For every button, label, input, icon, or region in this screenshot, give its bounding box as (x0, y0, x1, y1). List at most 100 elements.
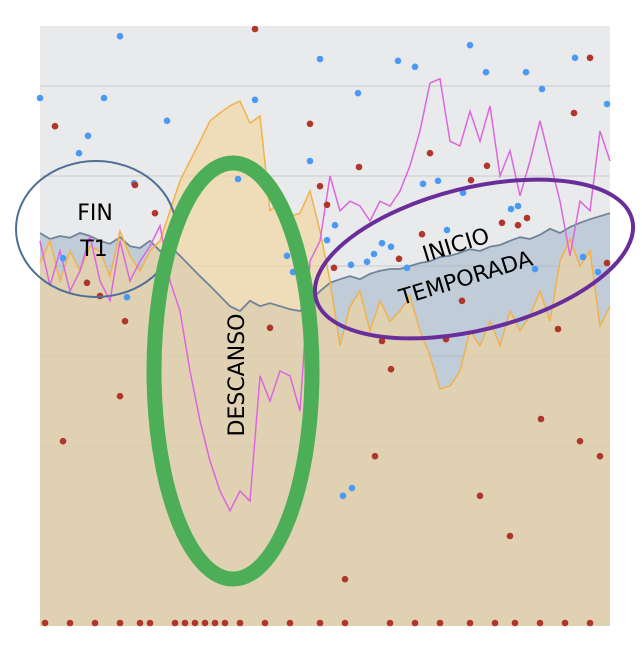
blue-data-point (522, 68, 530, 76)
red-data-point (498, 219, 506, 227)
blue-data-point (283, 252, 291, 260)
red-data-point (66, 619, 74, 627)
blue-data-point (403, 264, 411, 272)
blue-data-point (434, 177, 442, 185)
red-data-point (561, 619, 569, 627)
blue-data-point (378, 239, 386, 247)
blue-data-point (347, 261, 355, 269)
blue-data-point (603, 100, 611, 108)
blue-data-point (387, 243, 395, 251)
red-data-point (570, 109, 578, 117)
red-data-point (506, 532, 514, 540)
blue-data-point (459, 189, 467, 197)
blue-data-point (331, 221, 339, 229)
line-magenta (39, 77, 611, 513)
red-data-point (387, 365, 395, 373)
blue-data-point (507, 205, 515, 213)
blue-data-point (579, 253, 587, 261)
blue-data-point (363, 258, 371, 266)
fin-label: FIN (77, 201, 113, 226)
red-data-point (330, 264, 338, 272)
blue-data-point (411, 63, 419, 71)
red-data-point (603, 259, 611, 267)
blue-data-point (354, 89, 362, 97)
red-data-point (491, 619, 499, 627)
red-data-point (83, 279, 91, 287)
annotation-descanso: DESCANSO (146, 155, 320, 587)
red-data-point (426, 149, 434, 157)
red-data-point (171, 619, 179, 627)
blue-data-point (84, 132, 92, 140)
inicio-temporada-ellipse (312, 177, 636, 341)
red-data-point (191, 619, 199, 627)
red-data-point (537, 415, 545, 423)
red-data-point (371, 452, 379, 460)
blue-data-point (571, 54, 579, 62)
red-data-point (266, 324, 274, 332)
red-data-point (121, 317, 129, 325)
blue-data-point (482, 68, 490, 76)
red-data-point (341, 619, 349, 627)
red-data-point (91, 619, 99, 627)
blue-data-point (306, 157, 314, 165)
blue-data-point (100, 94, 108, 102)
blue-data-point (59, 254, 67, 262)
red-data-point (576, 437, 584, 445)
red-data-point (355, 163, 363, 171)
red-data-point (395, 255, 403, 263)
blue-data-point (394, 57, 402, 65)
red-data-point (511, 619, 519, 627)
red-data-point (483, 162, 491, 170)
blue-data-point (251, 96, 259, 104)
blue-data-point (466, 41, 474, 49)
red-data-point (131, 181, 139, 189)
red-data-point (201, 619, 209, 627)
red-data-point (554, 325, 562, 333)
area-orange-fill (40, 101, 610, 626)
red-data-point (306, 120, 314, 128)
blue-data-point (36, 94, 44, 102)
red-data-point (596, 452, 604, 460)
red-data-point (514, 221, 522, 229)
red-data-point (59, 437, 67, 445)
descanso-label: DESCANSO (225, 314, 250, 437)
scatter-series (36, 25, 611, 627)
red-data-point (251, 25, 259, 33)
blue-data-point (370, 250, 378, 258)
red-data-point (411, 619, 419, 627)
red-data-point (341, 575, 349, 583)
descanso-ellipse (146, 155, 320, 587)
red-data-point (586, 619, 594, 627)
red-data-point (51, 122, 59, 130)
blue-data-point (538, 85, 546, 93)
blue-data-point (419, 180, 427, 188)
blue-data-point (594, 268, 602, 276)
blue-data-point (75, 149, 83, 157)
red-data-point (41, 619, 49, 627)
blue-data-point (234, 175, 242, 183)
red-data-point (116, 392, 124, 400)
blue-data-point (116, 32, 124, 40)
blue-data-point (163, 117, 171, 125)
red-data-point (476, 492, 484, 500)
red-data-point (151, 209, 159, 217)
area-blue-line (39, 212, 611, 313)
t1-label: T1 (79, 237, 107, 262)
red-data-point (418, 230, 426, 238)
red-data-point (316, 619, 324, 627)
blue-data-point (339, 492, 347, 500)
blue-data-point (348, 484, 356, 492)
red-data-point (286, 619, 294, 627)
red-data-point (316, 182, 324, 190)
red-data-point (467, 176, 475, 184)
blue-data-point (316, 55, 324, 63)
annotation-fin-t1: FIN T1 (15, 160, 177, 298)
red-data-point (378, 337, 386, 345)
red-data-point (146, 619, 154, 627)
blue-data-point (323, 236, 331, 244)
red-data-point (536, 619, 544, 627)
red-data-point (436, 619, 444, 627)
red-data-point (236, 619, 244, 627)
red-data-point (221, 619, 229, 627)
